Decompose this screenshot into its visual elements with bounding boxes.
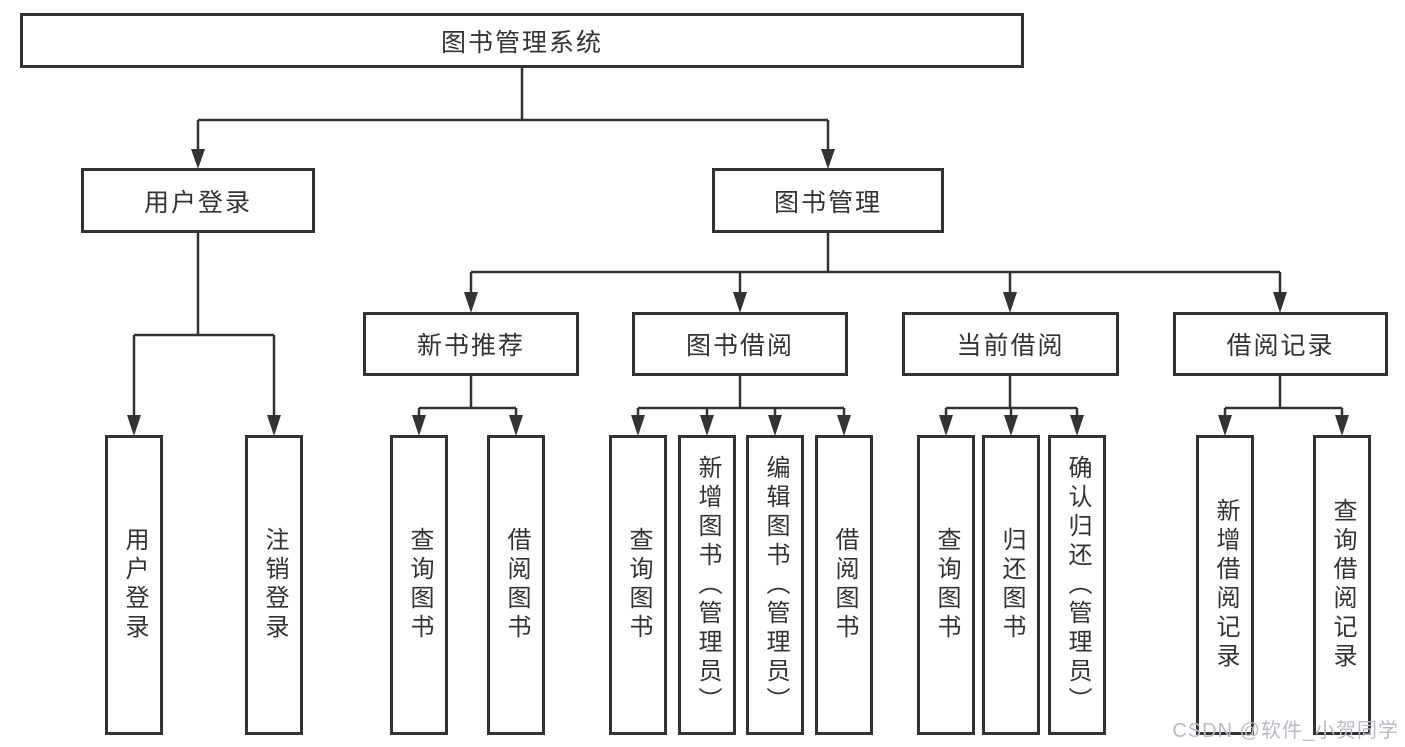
node-label: 图书借阅 — [685, 332, 794, 360]
leaf-add-books-admin: 新增图书（管理员） — [678, 435, 736, 735]
node-label: 查询图书 — [625, 527, 652, 643]
node-label: 新增图书（管理员） — [694, 454, 721, 716]
arrow-icon — [837, 415, 851, 436]
edge-user-login-to-leaves — [132, 233, 276, 418]
watermark: CSDN @软件_小贺同学 — [1172, 720, 1399, 742]
arrow-icon — [267, 415, 281, 436]
node-book-management: 图书管理 — [712, 168, 944, 233]
arrow-icon — [821, 149, 835, 169]
arrow-icon — [631, 415, 645, 436]
node-label: 确认归还（管理员） — [1064, 454, 1091, 716]
node-borrow-records: 借阅记录 — [1173, 312, 1388, 376]
leaf-user-login-action: 用户登录 — [105, 435, 163, 735]
arrow-icon — [733, 292, 747, 313]
node-label: 图书管理系统 — [440, 28, 603, 57]
leaf-logout-action: 注销登录 — [245, 435, 303, 735]
leaf-add-borrow-record: 新增借阅记录 — [1196, 435, 1254, 735]
edge-new-book-recommend-to-leaves — [417, 376, 518, 418]
node-current-borrow: 当前借阅 — [902, 312, 1119, 376]
node-root-system: 图书管理系统 — [20, 13, 1024, 68]
arrow-icon — [1070, 415, 1084, 436]
arrow-icon — [1335, 415, 1349, 436]
arrow-icon — [1218, 415, 1232, 436]
leaf-query-borrow-record: 查询借阅记录 — [1313, 435, 1371, 735]
leaf-borrow-books-recommend: 借阅图书 — [487, 435, 545, 735]
node-new-book-recommend: 新书推荐 — [363, 312, 579, 376]
node-label: 注销登录 — [261, 527, 288, 643]
node-label: 查询图书 — [406, 527, 433, 643]
arrow-icon — [1003, 292, 1017, 313]
leaf-edit-books-admin: 编辑图书（管理员） — [746, 435, 804, 735]
edge-borrow-records-to-leaves — [1223, 376, 1344, 418]
arrow-icon — [700, 415, 714, 436]
arrow-icon — [127, 415, 141, 436]
node-label: 借阅记录 — [1226, 332, 1335, 360]
leaf-return-books: 归还图书 — [982, 435, 1040, 735]
arrow-icon — [412, 415, 426, 436]
node-label: 借阅图书 — [503, 527, 530, 643]
arrow-icon — [464, 292, 478, 313]
node-user-login: 用户登录 — [81, 168, 315, 233]
edge-book-management-to-level3 — [469, 233, 1282, 295]
arrow-icon — [509, 415, 523, 436]
leaf-query-books-borrow: 查询图书 — [609, 435, 667, 735]
node-label: 归还图书 — [998, 527, 1025, 643]
node-book-borrow: 图书借阅 — [632, 312, 848, 376]
node-label: 新书推荐 — [416, 332, 525, 360]
arrow-icon — [768, 415, 782, 436]
node-label: 借阅图书 — [831, 527, 858, 643]
arrow-icon — [191, 149, 205, 169]
node-label: 图书管理 — [773, 188, 882, 217]
edge-book-borrow-to-leaves — [636, 376, 846, 418]
node-label: 新增借阅记录 — [1212, 498, 1239, 672]
leaf-confirm-return-admin: 确认归还（管理员） — [1048, 435, 1106, 735]
arrow-icon — [939, 415, 953, 436]
edge-root-to-level2 — [196, 68, 830, 151]
leaf-query-books-current: 查询图书 — [917, 435, 975, 735]
node-label: 查询借阅记录 — [1329, 498, 1356, 672]
node-label: 查询图书 — [933, 527, 960, 643]
node-label: 当前借阅 — [956, 332, 1065, 360]
leaf-query-books-recommend: 查询图书 — [390, 435, 448, 735]
leaf-borrow-books-borrow: 借阅图书 — [815, 435, 873, 735]
node-label: 编辑图书（管理员） — [762, 454, 789, 716]
edge-current-borrow-to-leaves — [944, 376, 1079, 418]
node-label: 用户登录 — [121, 527, 148, 643]
arrow-icon — [1273, 292, 1287, 313]
arrowheads — [127, 149, 1349, 436]
arrow-icon — [1004, 415, 1018, 436]
node-label: 用户登录 — [143, 188, 252, 217]
